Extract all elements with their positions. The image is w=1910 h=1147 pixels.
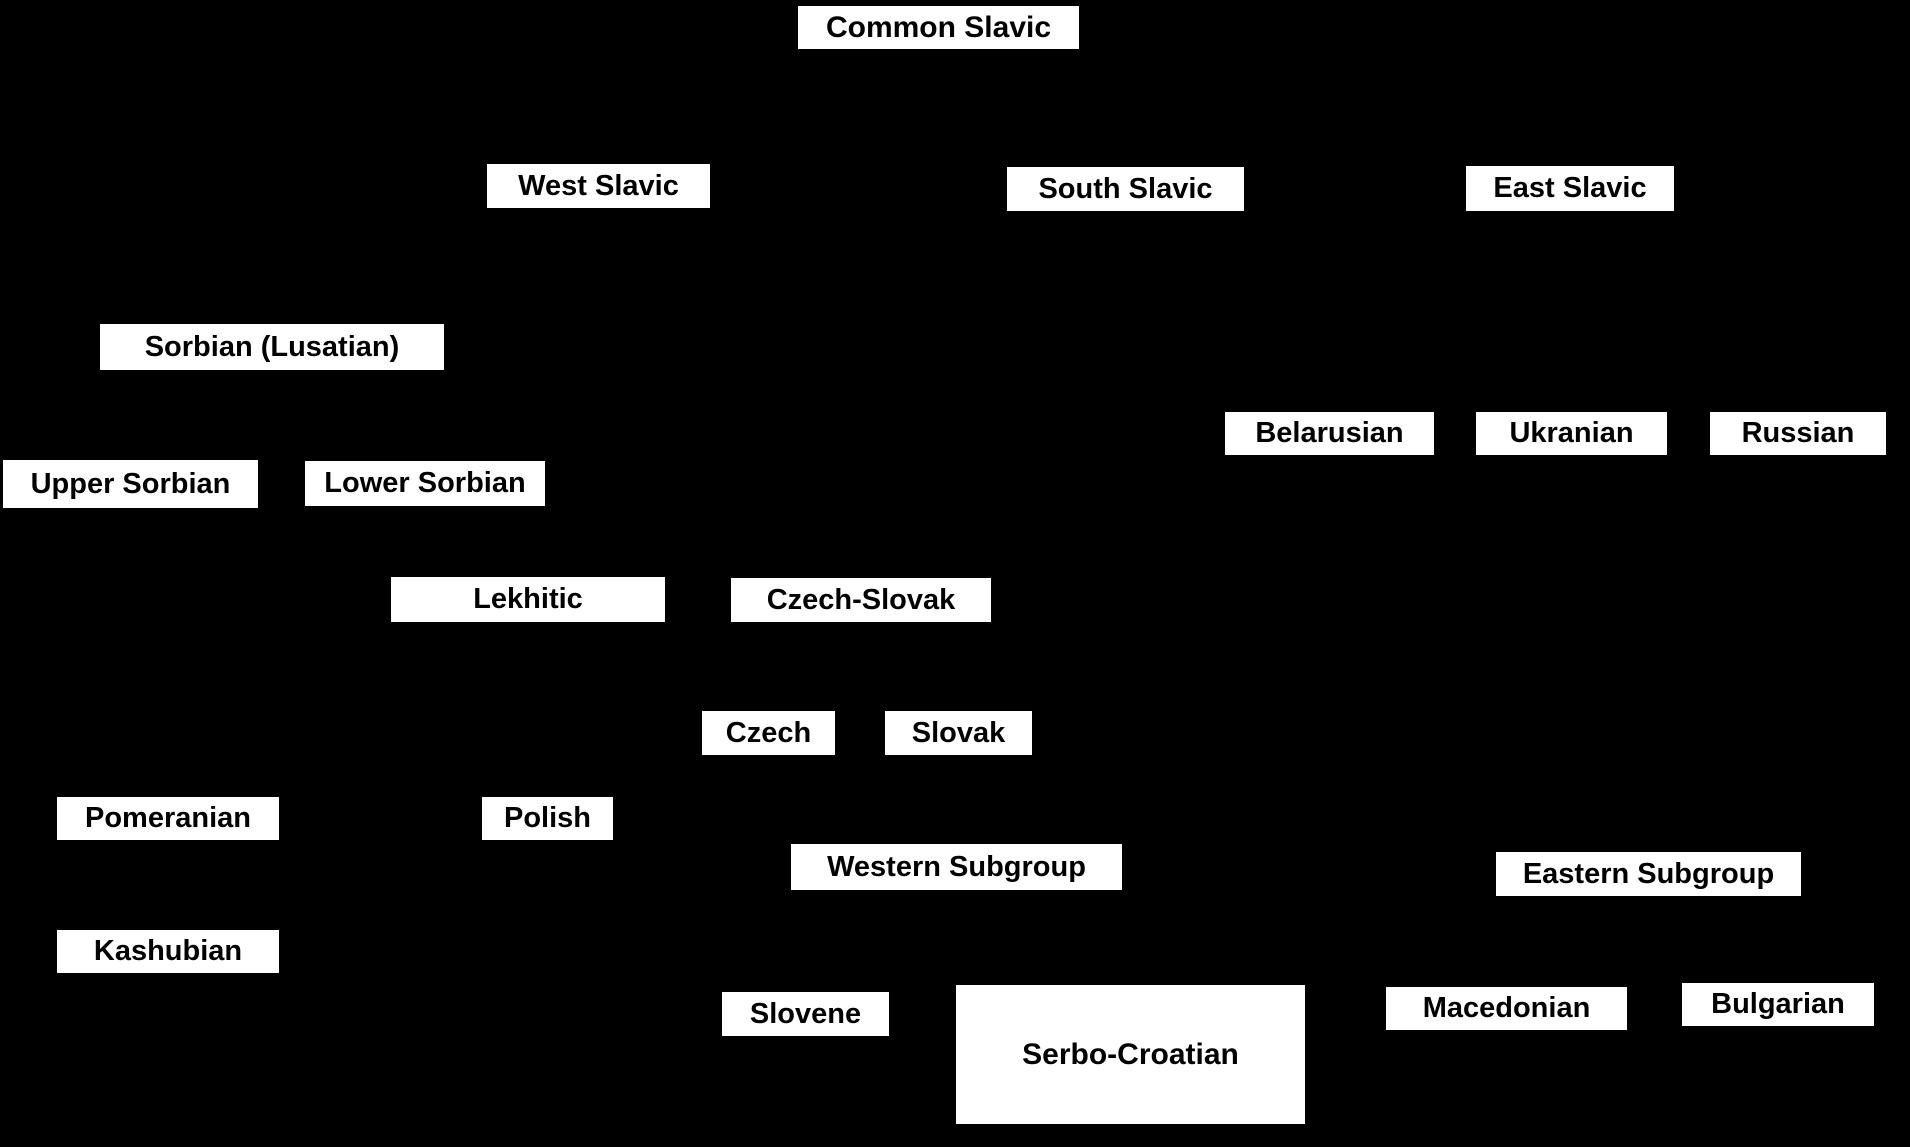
- node-label: South Slavic: [1038, 172, 1213, 205]
- node-czech: Czech: [702, 711, 835, 755]
- node-label: East Slavic: [1493, 172, 1647, 204]
- node-label: Macedonian: [1422, 992, 1591, 1024]
- node-pomeranian: Pomeranian: [57, 797, 279, 840]
- node-russian: Russian: [1710, 412, 1886, 455]
- node-upper-sorbian: Upper Sorbian: [3, 460, 258, 508]
- node-lekhitic: Lekhitic: [391, 577, 665, 622]
- node-label: Serbo-Croatian: [1022, 1037, 1239, 1071]
- node-label: Lower Sorbian: [324, 467, 526, 499]
- node-label: Kashubian: [93, 935, 243, 967]
- node-label: Sorbian (Lusatian): [144, 330, 400, 363]
- node-bulgarian: Bulgarian: [1682, 983, 1874, 1026]
- node-kashubian: Kashubian: [57, 930, 279, 973]
- node-belarusian: Belarusian: [1225, 412, 1434, 455]
- node-label: Polish: [503, 802, 591, 834]
- node-west-slavic: West Slavic: [487, 164, 710, 208]
- node-label: Western Subgroup: [827, 850, 1086, 883]
- node-label: Ukranian: [1509, 417, 1634, 449]
- node-common-slavic: Common Slavic: [798, 6, 1079, 49]
- node-label: Bulgarian: [1711, 988, 1845, 1020]
- node-label: Slovene: [749, 997, 862, 1030]
- node-east-slavic: East Slavic: [1466, 166, 1674, 211]
- node-label: Upper Sorbian: [30, 467, 231, 500]
- node-polish: Polish: [482, 797, 613, 840]
- node-macedonian: Macedonian: [1386, 987, 1627, 1030]
- node-lower-sorbian: Lower Sorbian: [305, 461, 545, 506]
- node-label: Czech: [725, 716, 812, 749]
- node-label: Common Slavic: [825, 10, 1052, 44]
- node-ukranian: Ukranian: [1476, 412, 1667, 455]
- node-eastern-subgroup: Eastern Subgroup: [1496, 852, 1801, 896]
- node-czech-slovak: Czech-Slovak: [731, 578, 991, 622]
- node-slovak: Slovak: [885, 711, 1032, 755]
- node-label: Russian: [1741, 417, 1855, 449]
- node-label: Pomeranian: [85, 802, 251, 834]
- node-label: Czech-Slovak: [766, 583, 956, 616]
- node-south-slavic: South Slavic: [1007, 167, 1244, 211]
- node-label: Belarusian: [1255, 417, 1404, 449]
- node-slovene: Slovene: [722, 992, 889, 1036]
- node-sorbian-lusatian: Sorbian (Lusatian): [100, 324, 444, 370]
- node-label: Lekhitic: [473, 583, 583, 615]
- node-label: Eastern Subgroup: [1522, 857, 1775, 890]
- node-label: West Slavic: [518, 169, 679, 202]
- node-serbo-croatian: Serbo-Croatian: [956, 985, 1305, 1124]
- node-western-subgroup: Western Subgroup: [791, 844, 1122, 890]
- node-label: Slovak: [911, 716, 1006, 749]
